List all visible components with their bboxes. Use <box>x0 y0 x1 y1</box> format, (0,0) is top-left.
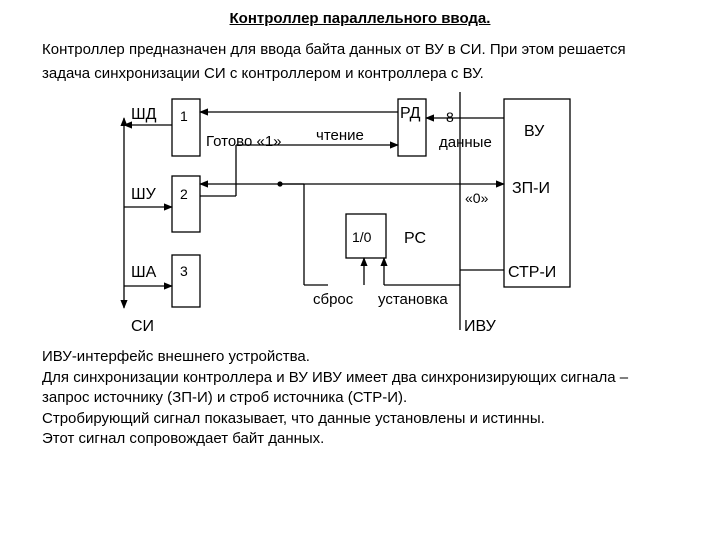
width-label: 8 <box>446 109 454 125</box>
request-signal-label: ЗП-И <box>512 180 550 197</box>
address-bus-label: ША <box>131 264 157 281</box>
system-interface-label: СИ <box>131 318 154 335</box>
notes-paragraph: ИВУ-интерфейс внешнего устройства. Для с… <box>42 347 702 450</box>
device-box <box>503 98 571 288</box>
data-register-label: РД <box>400 105 421 122</box>
block-2-label: 2 <box>180 186 188 202</box>
note-line: Для синхронизации контроллера и ВУ ИВУ и… <box>42 368 629 386</box>
data-bus-label: ШД <box>131 106 157 123</box>
note-line: Этот сигнал сопровождает байт данных. <box>42 430 325 447</box>
intro-paragraph: Контроллер предназначен для ввода байта … <box>42 38 692 86</box>
block-2 <box>171 175 201 233</box>
junction-dot <box>277 181 283 187</box>
block-3-label: 3 <box>180 263 188 279</box>
strobe-signal-label: СТР-И <box>508 264 556 281</box>
device-name-label: ВУ <box>524 123 545 140</box>
note-line: ИВУ-интерфейс внешнего устройства. <box>42 348 310 365</box>
ready-label: Готово «1» <box>206 133 282 150</box>
ext-interface-label: ИВУ <box>464 318 497 335</box>
note-line: запрос источнику (ЗП-И) и строб источник… <box>42 389 408 406</box>
flipflop-label: 1/0 <box>352 229 372 245</box>
note-line: Стробирующий сигнал показывает, что данн… <box>42 409 545 427</box>
block-1 <box>171 98 201 157</box>
intro-line: задача синхронизации СИ с контроллером и… <box>42 65 484 82</box>
read-label: чтение <box>316 127 364 144</box>
zero-label: «0» <box>465 190 489 206</box>
intro-line: Контроллер предназначен для ввода байта … <box>42 41 626 58</box>
control-bus-label: ШУ <box>131 186 157 203</box>
page-title: Контроллер параллельного ввода. <box>229 10 491 27</box>
block-3 <box>171 254 201 308</box>
reset-label: сброс <box>313 291 354 308</box>
status-register-label: РС <box>404 230 426 247</box>
block-1-label: 1 <box>180 108 188 124</box>
set-label: установка <box>378 291 448 308</box>
data-label: данные <box>439 134 492 151</box>
data-register-box <box>397 98 427 157</box>
